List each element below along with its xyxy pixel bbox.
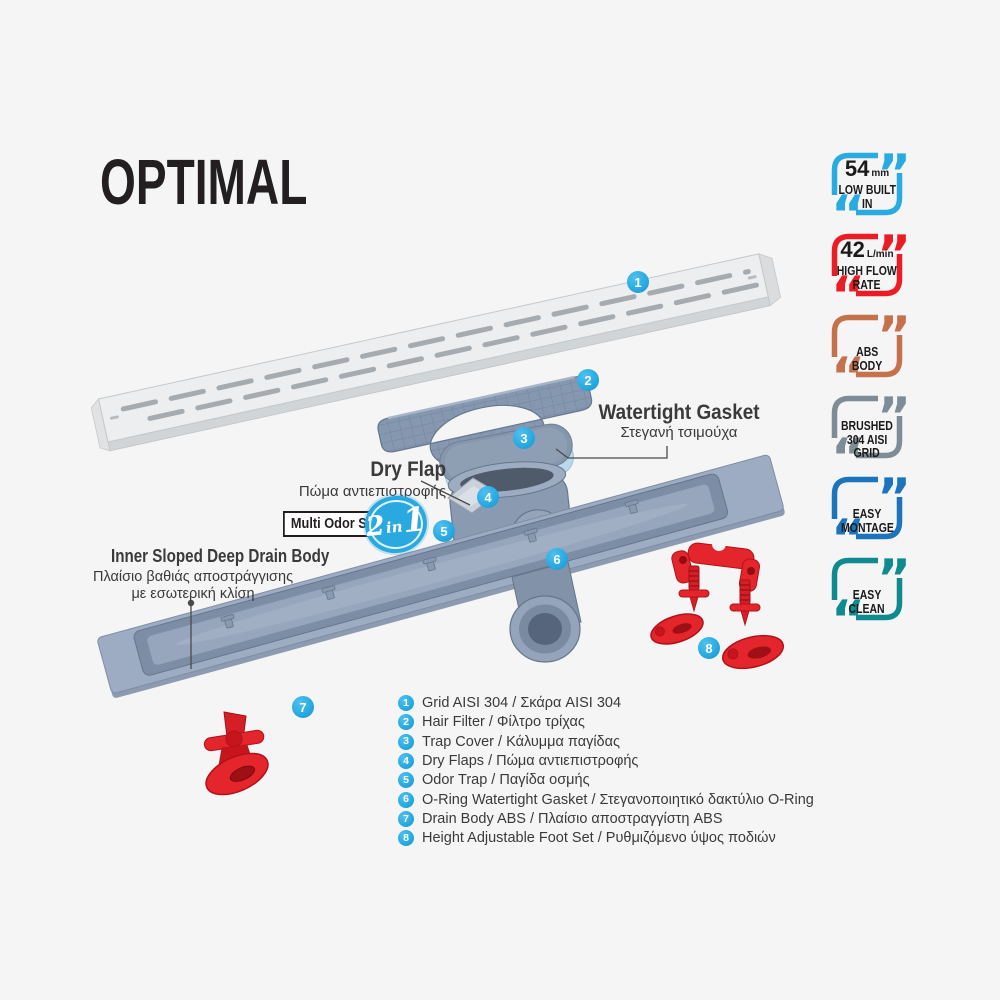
badge-value (866, 483, 868, 508)
list-item: 7 Drain Body ABS / Πλαίσιο αποστραγγίστη… (398, 810, 814, 827)
part-label: Height Adjustable Foot Set / Ρυθμιζόμενο… (422, 830, 776, 847)
part-label: Grid AISI 304 / Σκάρα AISI 304 (422, 695, 622, 712)
foot-screw-illustration (678, 565, 710, 613)
callout-5: 5 (433, 520, 455, 542)
foot-set-illustration (203, 537, 785, 796)
part-label: Dry Flaps / Πώμα αντιεπιστροφής (422, 753, 639, 770)
callout-1: 1 (627, 271, 649, 293)
foot-pad-illustration (650, 613, 704, 645)
callout-4: 4 (477, 486, 499, 508)
quote-frame-icon: ” “ (831, 231, 906, 299)
svg-text:”: ” (877, 555, 906, 609)
quote-frame-icon: ” “ (831, 474, 906, 542)
svg-text:“: “ (831, 185, 865, 218)
quote-frame-icon: ” “ (831, 150, 906, 218)
quote-frame-icon: ” “ (831, 393, 906, 461)
grid-illustration (90, 253, 782, 452)
callout-7: 7 (292, 696, 314, 718)
part-number-badge: 2 (398, 714, 414, 731)
foot-screw-illustration (729, 579, 761, 627)
quote-frame-icon: ” “ (831, 555, 906, 623)
callout-3: 3 (513, 427, 535, 449)
list-item: 8 Height Adjustable Foot Set / Ρυθμιζόμε… (398, 830, 814, 847)
svg-text:”: ” (877, 393, 906, 447)
svg-text:“: “ (831, 428, 865, 461)
page-title: OPTIMAL (100, 146, 308, 218)
part-label: Trap Cover / Κάλυμμα παγίδας (422, 733, 620, 750)
list-item: 1 Grid AISI 304 / Σκάρα AISI 304 (398, 695, 814, 712)
part-number-badge: 7 (398, 810, 414, 827)
badge-value (866, 321, 868, 346)
label-inner-sloped-body: Inner Sloped Deep Drain Body Πλαίσιο βαθ… (93, 545, 330, 603)
list-item: 2 Hair Filter / Φίλτρο τρίχας (398, 714, 814, 731)
part-label: Odor Trap / Παγίδα οσμής (422, 772, 590, 789)
svg-text:“: “ (831, 590, 865, 623)
svg-text:”: ” (877, 150, 906, 204)
part-number-badge: 5 (398, 772, 414, 789)
list-item: 4 Dry Flaps / Πώμα αντιεπιστροφής (398, 753, 814, 770)
svg-text:“: “ (831, 509, 865, 542)
part-label: Drain Body ABS / Πλαίσιο αποστραγγίστη A… (422, 810, 723, 827)
list-item: 3 Trap Cover / Κάλυμμα παγίδας (398, 733, 814, 750)
callout-2: 2 (577, 369, 599, 391)
attached-foot-illustration (203, 711, 269, 796)
label-watertight-gasket: Watertight Gasket Στεγανή τσιμούχα (598, 401, 760, 442)
callout-8: 8 (698, 637, 720, 659)
svg-text:”: ” (877, 474, 906, 528)
part-number-badge: 1 (398, 695, 414, 712)
part-label: O-Ring Watertight Gasket / Στεγανοποιητι… (422, 791, 814, 808)
quote-frame-icon: ” “ (831, 312, 906, 380)
parts-list: 1 Grid AISI 304 / Σκάρα AISI 304 2 Hair … (398, 695, 814, 847)
part-label: Hair Filter / Φίλτρο τρίχας (422, 714, 585, 731)
outlet-pipe-illustration (509, 561, 582, 663)
svg-text:”: ” (877, 231, 906, 285)
callout-6: 6 (546, 548, 568, 570)
badge-value (866, 564, 868, 589)
badge-brushed-grid: ” “ BRUSHED 304 AISI GRID (828, 393, 906, 461)
leader-lines (190, 446, 668, 669)
svg-text:”: ” (877, 312, 906, 366)
badge-abs-body: ” “ ABS BODY (828, 312, 906, 380)
badge-high-flow-rate: ” “ 42L/min HIGH FLOW RATE (828, 231, 906, 299)
svg-text:“: “ (831, 347, 865, 380)
foot-pad-illustration (721, 634, 785, 670)
list-item: 5 Odor Trap / Παγίδα οσμής (398, 772, 814, 789)
drain-body-illustration (97, 454, 785, 698)
badge-easy-clean: ” “ EASY CLEAN (828, 555, 906, 623)
part-number-badge: 8 (398, 830, 414, 847)
badge-easy-montage: ” “ EASY MONTAGE (828, 474, 906, 542)
label-dry-flap: Dry Flap Πώμα αντιεπιστροφής (298, 458, 446, 501)
svg-text:“: “ (831, 266, 865, 299)
part-number-badge: 4 (398, 753, 414, 770)
part-number-badge: 3 (398, 733, 414, 750)
leader-dot (187, 599, 195, 607)
list-item: 6 O-Ring Watertight Gasket / Στεγανοποιη… (398, 791, 814, 808)
part-number-badge: 6 (398, 791, 414, 808)
badge-value (866, 395, 868, 420)
